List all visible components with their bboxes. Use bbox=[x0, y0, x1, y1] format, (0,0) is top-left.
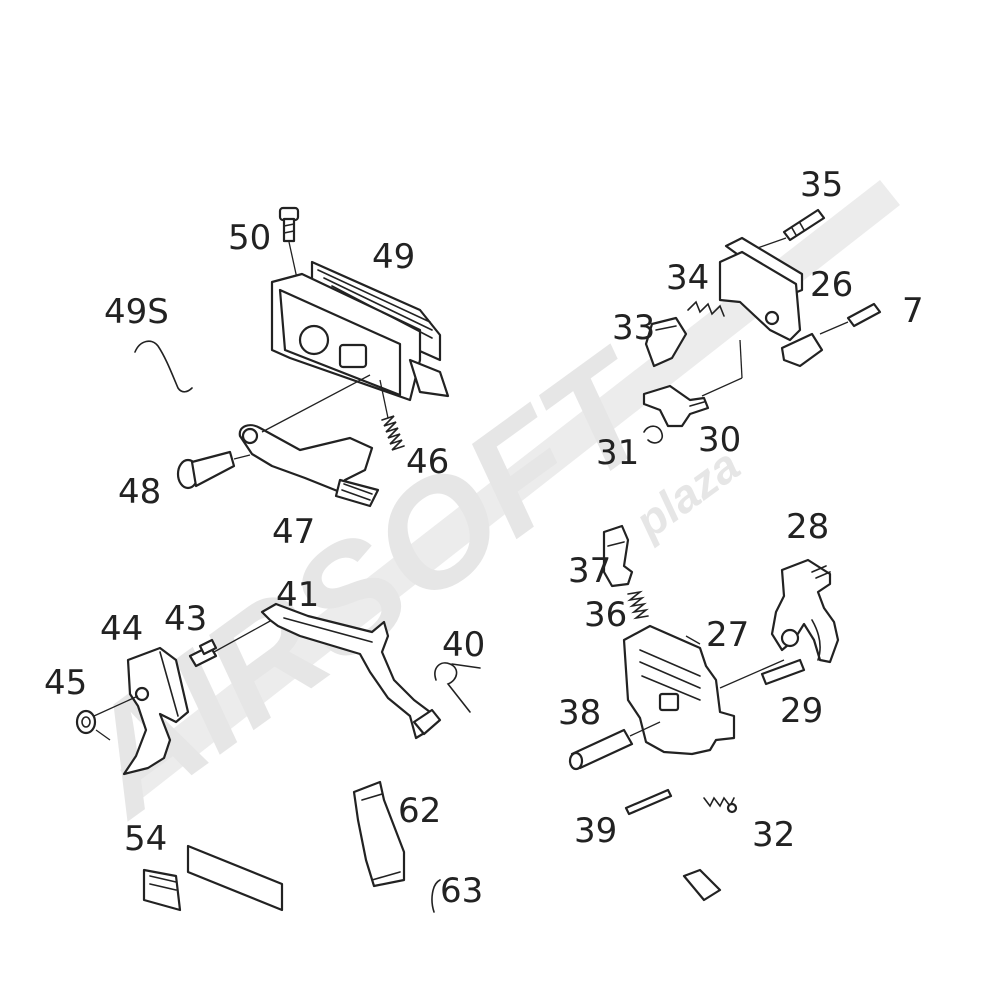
part-30-part bbox=[642, 384, 710, 428]
part-35-screw bbox=[751, 208, 826, 251]
part-48-pin bbox=[176, 450, 251, 490]
label-38: 38 bbox=[558, 693, 601, 733]
label-63-partial: 63 bbox=[440, 871, 483, 911]
part-44-trigger bbox=[122, 646, 190, 776]
label-28: 28 bbox=[786, 507, 829, 547]
label-35: 35 bbox=[800, 165, 843, 205]
label-27: 27 bbox=[706, 615, 749, 655]
watermark-stripe bbox=[120, 180, 900, 800]
label-37: 37 bbox=[568, 551, 611, 591]
part-38-pin bbox=[568, 721, 661, 771]
part-26-block bbox=[701, 236, 824, 397]
part-29-pin bbox=[719, 658, 806, 689]
part-47-lever bbox=[238, 374, 380, 508]
label-46: 46 bbox=[406, 442, 449, 482]
part-54-plate bbox=[142, 844, 722, 912]
label-49: 49 bbox=[372, 237, 415, 277]
label-32: 32 bbox=[752, 815, 795, 855]
label-31: 31 bbox=[596, 433, 639, 473]
label-30: 30 bbox=[698, 420, 741, 460]
part-45-nut bbox=[75, 695, 139, 741]
part-46-spring bbox=[379, 379, 405, 451]
part-31-spring bbox=[643, 425, 664, 444]
part-49-housing bbox=[270, 260, 450, 402]
part-32-spring bbox=[703, 796, 738, 814]
label-62: 62 bbox=[398, 791, 441, 831]
part-41-trigger-bar bbox=[260, 602, 442, 740]
part-43-pin bbox=[188, 619, 273, 668]
label-29: 29 bbox=[780, 691, 823, 731]
part-39-pin bbox=[624, 788, 673, 816]
label-39: 39 bbox=[574, 811, 617, 851]
part-37-part bbox=[602, 524, 634, 588]
label-50: 50 bbox=[228, 218, 271, 258]
label-44: 44 bbox=[100, 609, 143, 649]
part-49S-spring bbox=[134, 340, 193, 393]
label-54: 54 bbox=[124, 819, 167, 859]
part-labels: 50 49 49S 48 46 47 35 34 26 7 33 31 30 2… bbox=[44, 165, 924, 911]
label-47: 47 bbox=[272, 512, 315, 552]
label-49S: 49S bbox=[104, 292, 169, 332]
label-43: 43 bbox=[164, 599, 207, 639]
label-41: 41 bbox=[276, 575, 319, 615]
label-45: 45 bbox=[44, 663, 87, 703]
part-34-spring bbox=[687, 300, 725, 317]
label-48: 48 bbox=[118, 472, 161, 512]
label-36: 36 bbox=[584, 595, 627, 635]
label-7: 7 bbox=[902, 291, 924, 331]
label-34: 34 bbox=[666, 258, 709, 298]
part-7-screw bbox=[819, 302, 882, 335]
part-36-spring bbox=[627, 590, 649, 620]
part-40-spring bbox=[434, 662, 481, 713]
label-40: 40 bbox=[442, 625, 485, 665]
part-50-screw bbox=[278, 206, 300, 284]
part-33-part bbox=[644, 316, 688, 368]
part-62-magazine bbox=[352, 780, 441, 913]
label-33: 33 bbox=[612, 308, 655, 348]
label-26: 26 bbox=[810, 265, 853, 305]
part-28-hammer bbox=[770, 558, 840, 664]
